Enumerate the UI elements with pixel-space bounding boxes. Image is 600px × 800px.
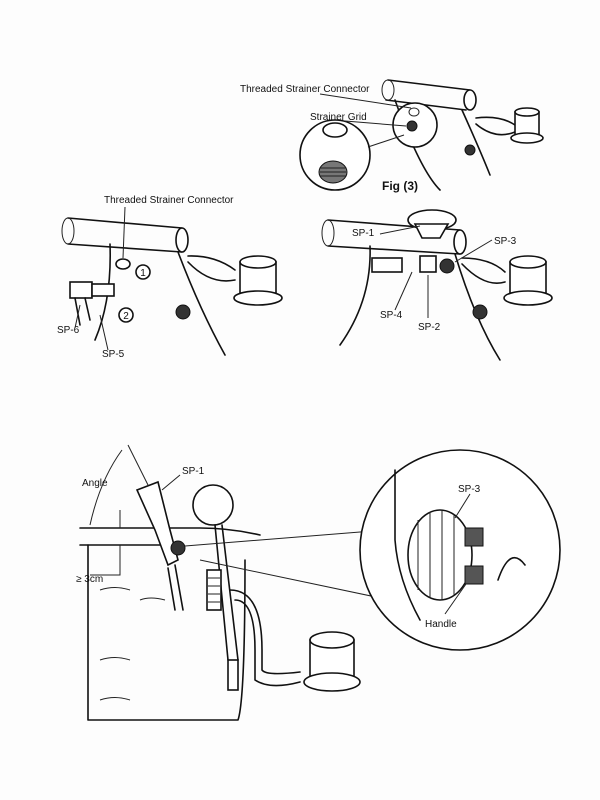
step-number-2: 2: [123, 311, 129, 322]
rotate-arrow-icon: [497, 556, 526, 581]
label-handle: Handle: [425, 619, 457, 630]
label-sp-4: SP-4: [380, 310, 403, 321]
label-strainer-grid: Strainer Grid: [310, 112, 367, 123]
label-threaded-strainer-connector: Threaded Strainer Connector: [240, 84, 370, 95]
label-sp-1: SP-1: [182, 466, 205, 477]
filter-pump: [303, 631, 361, 692]
step-left-diagram: 1 2 Threaded Strainer Connector SP-6 SP-…: [57, 195, 283, 360]
figure-3: Threaded Strainer Connector Strainer Gri…: [240, 79, 544, 193]
label-threaded-strainer-connector: Threaded Strainer Connector: [104, 195, 234, 206]
label-sp-5: SP-5: [102, 349, 125, 360]
filter-pump: [503, 255, 553, 306]
label-sp-1: SP-1: [352, 228, 375, 239]
filter-pump: [510, 107, 544, 144]
step-right-diagram: SP-1 SP-3 SP-4 SP-2: [321, 209, 553, 361]
label-sp-3: SP-3: [458, 484, 481, 495]
step-number-1: 1: [140, 268, 146, 279]
filter-pump: [233, 255, 283, 306]
label-sp-2: SP-2: [418, 322, 441, 333]
label-min-depth: ≥ 3cm: [76, 574, 103, 585]
detail-magnifier: [359, 449, 561, 651]
figure-caption: Fig (3): [382, 179, 418, 193]
label-sp-6: SP-6: [57, 325, 80, 336]
label-angle: Angle: [82, 478, 108, 489]
label-sp-3: SP-3: [494, 236, 517, 247]
installation-diagram: Angle SP-1 ≥ 3cm SP-3 Handle: [76, 444, 561, 721]
hose-fitting: [69, 281, 115, 326]
